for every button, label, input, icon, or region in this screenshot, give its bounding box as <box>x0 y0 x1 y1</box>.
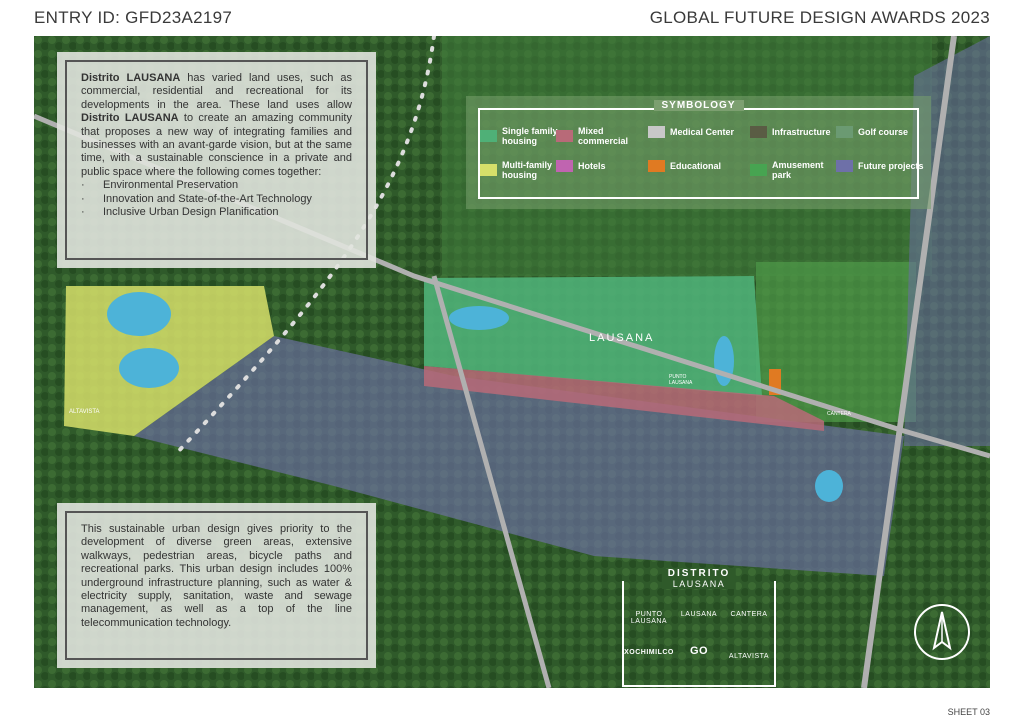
legend-item: Mixed commercial <box>556 126 651 146</box>
legend-label: Amusement park <box>772 160 824 180</box>
logo-cantera: CANTERA <box>730 611 768 618</box>
legend-label: Future projects <box>858 161 924 171</box>
legend-item: Medical Center <box>648 126 743 138</box>
road <box>431 275 552 688</box>
legend-item: Multi-family housing <box>480 160 575 180</box>
lake <box>119 348 179 388</box>
logo-altavista: ALTAVISTA <box>728 653 770 660</box>
legend-item: Infrastructure <box>750 126 845 138</box>
north-arrow-icon <box>914 604 970 660</box>
logo-xochimilco: XOCHIMILCO <box>624 649 674 656</box>
legend-item: Hotels <box>556 160 651 172</box>
legend-item: Amusement park <box>750 160 845 180</box>
intro-text-box: Distrito LAUSANA has varied land uses, s… <box>57 52 376 268</box>
legend-swatch <box>648 126 665 138</box>
legend-label: Infrastructure <box>772 127 831 137</box>
legend-swatch <box>480 130 497 142</box>
mixed-commercial-strip <box>424 366 824 431</box>
brand-name: Distrito LAUSANA <box>81 112 179 125</box>
legend-swatch <box>750 126 767 138</box>
legend-label: Single family housing <box>502 126 558 146</box>
principles-list: Environmental Preservation Innovation an… <box>81 179 352 219</box>
legend-label: Mixed commercial <box>578 126 629 146</box>
legend-item: Single family housing <box>480 126 575 146</box>
description-text: This sustainable urban design gives prio… <box>65 511 368 660</box>
amusement-park-zone <box>756 262 916 422</box>
legend-swatch <box>836 160 853 172</box>
intro-text: has varied land uses, such as commercial… <box>81 72 352 111</box>
symbology-legend: SYMBOLOGY Single family housing Mixed com… <box>466 96 931 209</box>
site-plan-map: LAUSANA ALTAVISTA PUNTO LAUSANA CANTERA … <box>34 36 990 688</box>
lake <box>815 470 843 502</box>
lake <box>449 306 509 330</box>
lake <box>107 292 171 336</box>
list-item: Innovation and State-of-the-Art Technolo… <box>81 193 352 206</box>
list-item: Environmental Preservation <box>81 179 352 192</box>
logo-punto-lausana: PUNTO LAUSANA <box>630 611 668 625</box>
punto-map-label: PUNTO LAUSANA <box>669 374 693 386</box>
altavista-map-label: ALTAVISTA <box>69 409 100 415</box>
legend-label: Multi-family housing <box>502 160 553 180</box>
legend-item: Golf course <box>836 126 931 138</box>
legend-item: Future projects <box>836 160 931 172</box>
intro-text: to create an amazing community that prop… <box>81 112 352 178</box>
highway <box>861 36 957 688</box>
award-title: GLOBAL FUTURE DESIGN AWARDS 2023 <box>649 8 990 27</box>
legend-label: Hotels <box>578 161 606 171</box>
lausana-map-label: LAUSANA <box>589 332 655 344</box>
entry-id: ENTRY ID: GFD23A2197 <box>34 8 233 27</box>
legend-label: Golf course <box>858 127 909 137</box>
legend-label: Medical Center <box>670 127 735 137</box>
logo-lausana: LAUSANA <box>680 611 718 618</box>
legend-label: Educational <box>670 161 722 171</box>
legend-swatch <box>750 164 767 176</box>
description-text-box: This sustainable urban design gives prio… <box>57 503 376 668</box>
legend-item: Educational <box>648 160 743 172</box>
brand-name: Distrito LAUSANA <box>81 72 181 84</box>
list-item: Inclusive Urban Design Planification <box>81 206 352 219</box>
legend-title: SYMBOLOGY <box>653 100 744 111</box>
legend-swatch <box>556 160 573 172</box>
cantera-map-label: CANTERA <box>827 411 851 417</box>
sheet-number: SHEET 03 <box>947 707 990 717</box>
legend-swatch <box>480 164 497 176</box>
future-projects-zone <box>134 336 904 576</box>
legend-swatch <box>648 160 665 172</box>
legend-swatch <box>836 126 853 138</box>
logo-go: GO <box>689 645 709 657</box>
legend-swatch <box>556 130 573 142</box>
